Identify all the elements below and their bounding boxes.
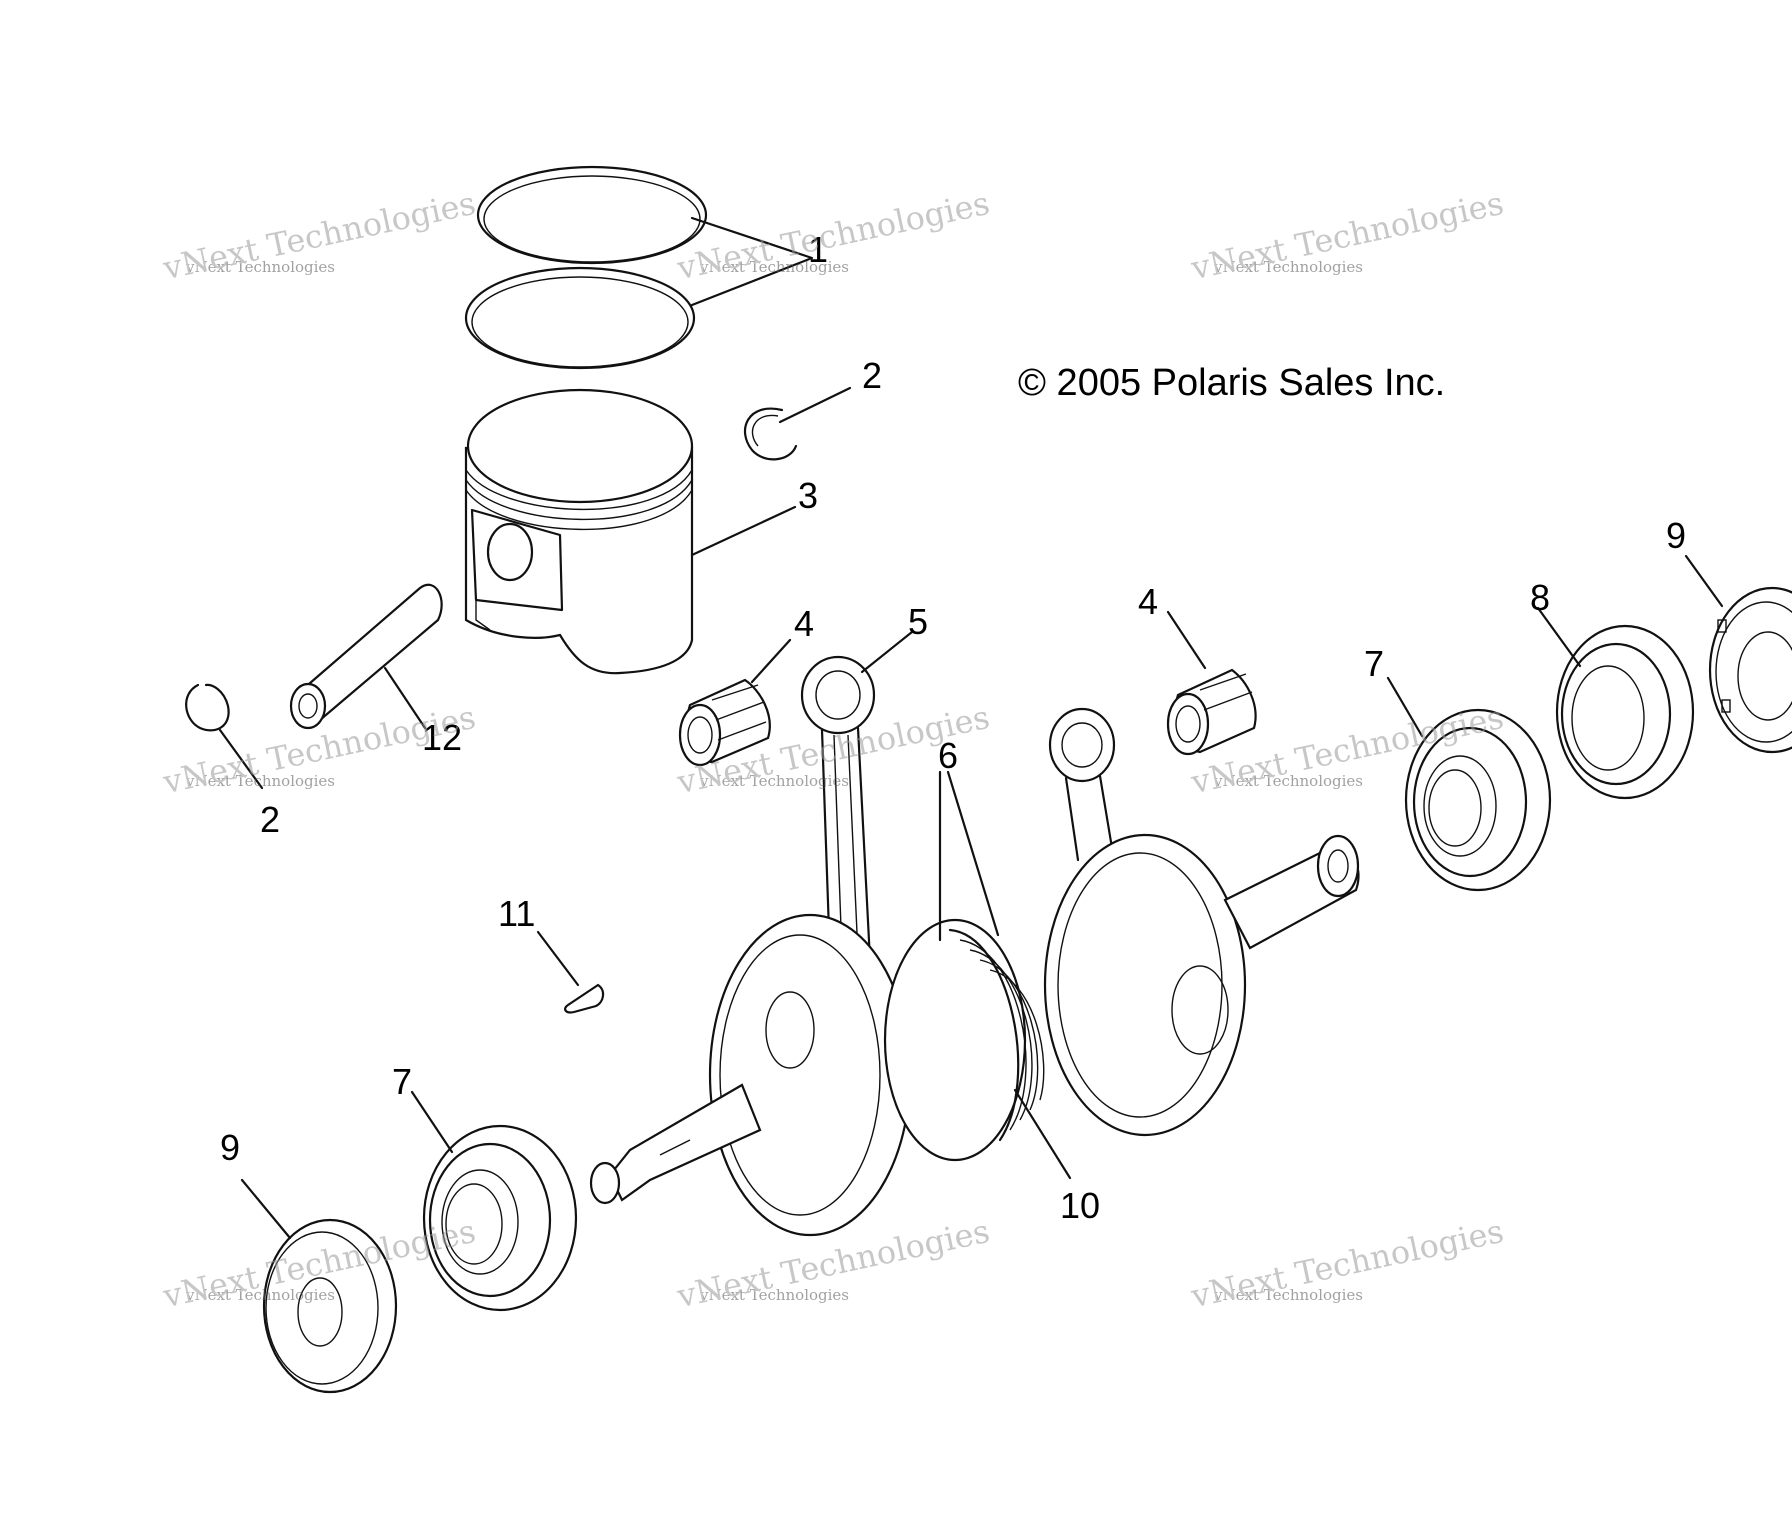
needle-bearing-left: [678, 678, 771, 767]
callout-7-right: 7: [1364, 643, 1385, 684]
circlip-lower: [185, 683, 230, 732]
leader-12: [383, 666, 427, 730]
callout-2-lower: 2: [260, 799, 281, 840]
callout-6: 6: [938, 735, 959, 776]
needle-bearing-right: [1166, 668, 1257, 756]
piston: [464, 388, 694, 675]
callout-11: 11: [498, 893, 536, 934]
leader-1: [690, 216, 814, 307]
callout-5: 5: [908, 601, 929, 642]
callout-2-upper: 2: [862, 355, 883, 396]
callout-12: 12: [422, 717, 463, 758]
leader-7b: [1386, 676, 1424, 738]
piston-ring-upper: [476, 165, 708, 265]
leader-5: [860, 630, 914, 674]
callout-4-left: 4: [794, 603, 815, 644]
callout-4-right: 4: [1138, 581, 1159, 622]
wrist-pin: [289, 583, 443, 730]
ball-bearing-right: [1404, 708, 1552, 892]
leader-9a: [240, 1178, 292, 1240]
callout-9-right: 9: [1666, 515, 1687, 556]
leader-8: [1536, 606, 1582, 668]
copyright-notice: © 2005 Polaris Sales Inc.: [1018, 362, 1446, 404]
leader-11: [536, 930, 580, 987]
leader-4b: [1166, 610, 1207, 670]
leader-3: [690, 505, 797, 557]
piston-ring-lower: [464, 266, 696, 370]
leader-2b: [218, 728, 264, 790]
callout-7-left: 7: [392, 1061, 413, 1102]
ball-bearing-left: [422, 1124, 578, 1312]
leader-7a: [410, 1090, 454, 1154]
leader-6b: [946, 770, 1000, 937]
callout-10: 10: [1060, 1185, 1101, 1226]
crankshaft: [589, 833, 1360, 1237]
callout-1: 1: [808, 229, 829, 270]
callout-8: 8: [1530, 577, 1551, 618]
leader-4a: [750, 638, 792, 684]
callout-9-left: 9: [220, 1127, 241, 1168]
seal-left: [262, 1218, 398, 1394]
leader-2a: [778, 386, 852, 424]
leader-10: [1013, 1088, 1072, 1180]
woodruff-key: [564, 983, 605, 1014]
seal-right: [1708, 586, 1792, 754]
leader-9b: [1684, 554, 1724, 608]
callout-3: 3: [798, 475, 819, 516]
circlip-upper: [743, 407, 798, 461]
connecting-rod-right: [1048, 707, 1116, 862]
bearing-8: [1555, 624, 1695, 800]
